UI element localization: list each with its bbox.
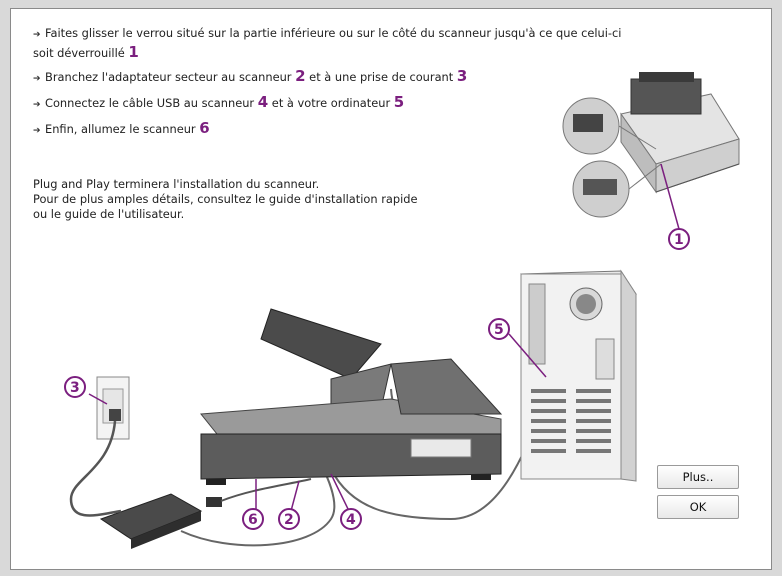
step-4-text: Enfin, allumez le scanneur <box>45 122 200 136</box>
install-note: Plug and Play terminera l'installation d… <box>33 177 493 222</box>
bullet-arrow-icon: ➔ <box>33 100 41 110</box>
marker-6-label: 6 <box>248 512 258 528</box>
marker-4-circle <box>340 508 362 530</box>
marker-3-circle <box>64 376 86 398</box>
step-4: ➔ Enfin, allumez le scanneur 6 <box>33 120 633 140</box>
step-1-text: Faites glisser le verrou situé sur la pa… <box>33 26 622 60</box>
bullet-arrow-icon: ➔ <box>33 126 41 136</box>
power-adapter-image <box>99 493 222 549</box>
step-1-number: 1 <box>128 43 139 61</box>
marker-4-label: 4 <box>346 512 356 528</box>
connection-illustration: 3 5 6 2 4 <box>64 269 637 549</box>
scanner-image <box>200 308 503 485</box>
step-3: ➔ Connectez le câble USB au scanneur 4 et… <box>33 94 633 114</box>
note-line-3: ou le guide de l'utilisateur. <box>33 207 185 221</box>
step-2-mid-text: et à une prise de courant <box>305 70 457 84</box>
marker-5-label: 5 <box>494 322 504 338</box>
marker-2-label: 2 <box>284 512 294 528</box>
step-4-number: 6 <box>199 119 210 137</box>
step-3-text: Connectez le câble USB au scanneur <box>45 96 258 110</box>
step-3-number-a: 4 <box>257 93 269 111</box>
more-button[interactable]: Plus.. <box>657 465 739 489</box>
marker-3-label: 3 <box>70 380 80 396</box>
bullet-arrow-icon: ➔ <box>33 30 41 40</box>
instruction-list: ➔Faites glisser le verrou situé sur la p… <box>33 25 633 146</box>
marker-1-circle <box>668 228 690 250</box>
marker-5-circle <box>488 318 510 340</box>
step-1: ➔Faites glisser le verrou situé sur la p… <box>33 25 633 62</box>
step-2-number-b: 3 <box>456 67 468 85</box>
note-line-2: Pour de plus amples détails, consultez l… <box>33 192 418 206</box>
ok-button[interactable]: OK <box>657 495 739 519</box>
step-3-number-b: 5 <box>393 93 405 111</box>
step-2-text: Branchez l'adaptateur secteur au scanneu… <box>45 70 296 84</box>
scanner-lock-illustration: 1 <box>562 72 740 250</box>
computer-tower-image <box>520 269 637 482</box>
step-2: ➔ Branchez l'adaptateur secteur au scanne… <box>33 68 633 88</box>
marker-6-circle <box>242 508 264 530</box>
mini-scanner-image <box>620 72 740 194</box>
step-3-mid-text: et à votre ordinateur <box>268 96 394 110</box>
marker-2-circle <box>278 508 300 530</box>
marker-1-label: 1 <box>674 232 684 248</box>
note-line-1: Plug and Play terminera l'installation d… <box>33 177 320 191</box>
dialog-panel: ➔Faites glisser le verrou situé sur la p… <box>10 8 772 570</box>
bullet-arrow-icon: ➔ <box>33 74 41 84</box>
step-2-number-a: 2 <box>295 67 306 85</box>
vent-grille <box>531 389 611 453</box>
